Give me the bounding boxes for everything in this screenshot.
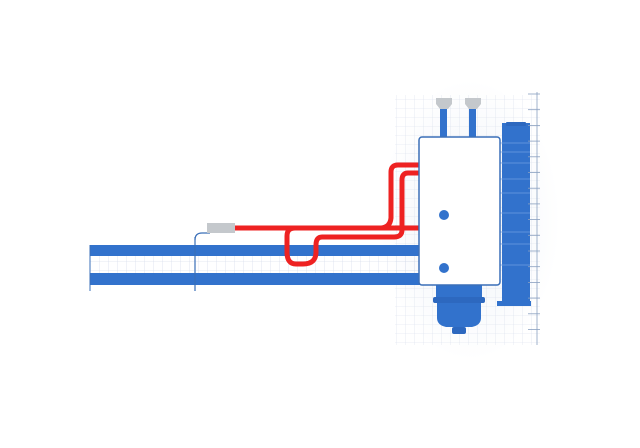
- horizontal-blue-pipes: [89, 232, 420, 291]
- port-dot-lower: [439, 263, 449, 273]
- right-scale-ruler: [528, 92, 540, 345]
- red-pipe-loop: [235, 162, 420, 267]
- vertical-blue-column: [497, 122, 531, 306]
- gray-sensor-block: [207, 223, 235, 233]
- cap-right: [465, 98, 481, 109]
- top-inlet-pipes: [436, 98, 481, 138]
- cap-left: [436, 98, 452, 109]
- upper-blue-pipe: [90, 245, 420, 256]
- main-unit-box: [418, 136, 501, 286]
- lower-blue-pipe: [90, 273, 420, 285]
- red-pipe-main: [235, 162, 420, 231]
- port-dot-upper: [439, 210, 449, 220]
- bottom-tank: [433, 285, 485, 334]
